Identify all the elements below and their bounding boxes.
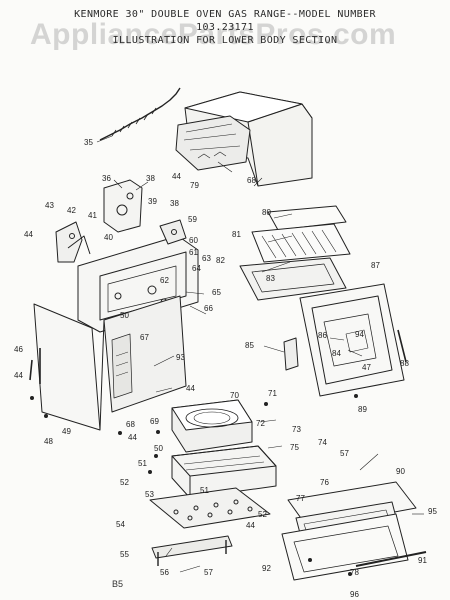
label-67: 67 bbox=[140, 333, 149, 342]
label-91: 91 bbox=[418, 556, 427, 565]
part-left-bracket bbox=[55, 221, 91, 263]
label-75: 75 bbox=[290, 443, 299, 452]
label-95: 95 bbox=[428, 507, 437, 516]
label-92: 92 bbox=[262, 564, 271, 573]
header-model-number: 103.23171 bbox=[196, 22, 254, 33]
label-65: 65 bbox=[212, 288, 221, 297]
label-53: 53 bbox=[145, 490, 154, 499]
label-57-a: 57 bbox=[340, 449, 349, 458]
part-bottom-plate bbox=[149, 487, 271, 529]
label-54: 54 bbox=[116, 520, 125, 529]
label-93: 93 bbox=[176, 353, 185, 362]
label-86: 86 bbox=[318, 331, 327, 340]
label-64: 64 bbox=[192, 264, 201, 273]
label-55: 55 bbox=[120, 550, 129, 559]
part-bracket-36 bbox=[103, 179, 143, 233]
label-38-b: 38 bbox=[170, 199, 179, 208]
label-48: 48 bbox=[44, 437, 53, 446]
part-broiler-pan bbox=[239, 257, 347, 301]
label-59: 59 bbox=[188, 215, 197, 224]
part-oven-door-frame bbox=[283, 283, 407, 397]
label-70: 70 bbox=[230, 391, 239, 400]
label-63: 63 bbox=[202, 254, 211, 263]
label-44: 44 bbox=[172, 172, 181, 181]
part-wire-harness bbox=[99, 87, 181, 141]
label-61: 61 bbox=[189, 248, 198, 257]
label-35: 35 bbox=[84, 138, 93, 147]
label-57-b: 57 bbox=[204, 568, 213, 577]
label-90: 90 bbox=[396, 467, 405, 476]
label-44-e: 44 bbox=[128, 433, 137, 442]
label-44-d: 44 bbox=[186, 384, 195, 393]
watermark: AppliancePartsPros.com bbox=[30, 18, 397, 51]
label-77: 77 bbox=[296, 494, 305, 503]
part-screws bbox=[30, 394, 358, 576]
label-42: 42 bbox=[67, 206, 76, 215]
label-44-b: 44 bbox=[24, 230, 33, 239]
label-51-a: 51 bbox=[138, 459, 147, 468]
header-title: KENMORE 30" DOUBLE OVEN GAS RANGE--MODEL… bbox=[74, 9, 376, 20]
label-43: 43 bbox=[45, 201, 54, 210]
label-50-a: 50 bbox=[120, 311, 129, 320]
label-89: 89 bbox=[358, 405, 367, 414]
part-burner-assembly bbox=[171, 399, 253, 453]
label-68: 68 bbox=[247, 176, 256, 185]
label-74: 74 bbox=[318, 438, 327, 447]
leader-lines bbox=[96, 135, 424, 573]
label-94: 94 bbox=[355, 330, 364, 339]
part-upper-cavity bbox=[175, 91, 313, 187]
label-44-f: 44 bbox=[246, 521, 255, 530]
label-41: 41 bbox=[88, 211, 97, 220]
label-71: 71 bbox=[268, 389, 277, 398]
page-footer-code: B5 bbox=[112, 579, 124, 589]
label-36: 36 bbox=[102, 174, 111, 183]
label-47: 47 bbox=[362, 363, 371, 372]
label-52-b: 52 bbox=[258, 510, 267, 519]
label-76: 76 bbox=[320, 478, 329, 487]
label-60: 60 bbox=[189, 236, 198, 245]
label-51-b: 51 bbox=[200, 486, 209, 495]
label-84: 84 bbox=[332, 349, 341, 358]
label-68-b: 68 bbox=[126, 420, 135, 429]
part-burner-box bbox=[171, 445, 277, 499]
label-81: 81 bbox=[232, 230, 241, 239]
part-oven-rack bbox=[251, 205, 351, 263]
part-leveling-rail bbox=[151, 535, 233, 566]
label-46: 46 bbox=[14, 345, 23, 354]
label-40: 40 bbox=[104, 233, 113, 242]
label-87: 87 bbox=[371, 261, 380, 270]
label-49: 49 bbox=[62, 427, 71, 436]
label-44-c: 44 bbox=[14, 371, 23, 380]
label-78: 78 bbox=[350, 568, 359, 577]
label-62: 62 bbox=[160, 276, 169, 285]
label-80: 80 bbox=[262, 208, 271, 217]
diagram-header: KENMORE 30" DOUBLE OVEN GAS RANGE--MODEL… bbox=[0, 8, 450, 47]
header-subtitle: ILLUSTRATION FOR LOWER BODY SECTION bbox=[112, 35, 338, 46]
label-82: 82 bbox=[216, 256, 225, 265]
label-79: 79 bbox=[190, 181, 199, 190]
label-88: 88 bbox=[400, 359, 409, 368]
label-38: 38 bbox=[146, 174, 155, 183]
label-73: 73 bbox=[292, 425, 301, 434]
label-96: 96 bbox=[350, 590, 359, 599]
label-72: 72 bbox=[256, 419, 265, 428]
label-66: 66 bbox=[204, 304, 213, 313]
label-50-b: 50 bbox=[154, 444, 163, 453]
part-broiler-drawer-door bbox=[281, 481, 427, 581]
label-85: 85 bbox=[245, 341, 254, 350]
label-56: 56 bbox=[160, 568, 169, 577]
label-52-a: 52 bbox=[120, 478, 129, 487]
part-side-panel bbox=[29, 295, 187, 431]
label-83: 83 bbox=[266, 274, 275, 283]
label-39: 39 bbox=[148, 197, 157, 206]
label-69: 69 bbox=[150, 417, 159, 426]
